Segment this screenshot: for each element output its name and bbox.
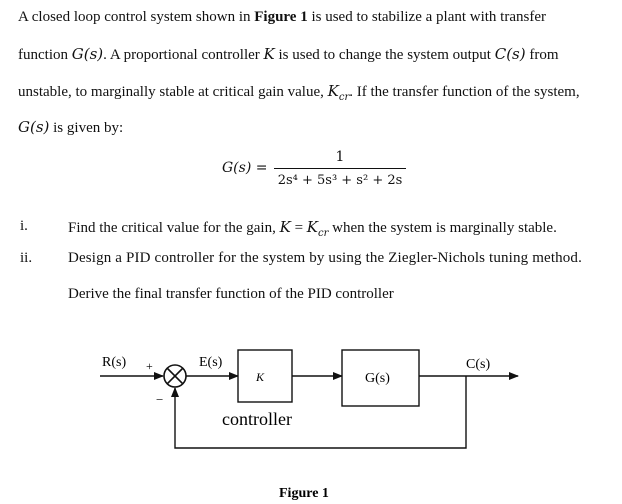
- controller-caption: controller: [222, 409, 292, 429]
- plant-label: G(s): [365, 371, 390, 386]
- output-label: C(s): [466, 357, 490, 372]
- feedback-path: [171, 376, 467, 449]
- question-ii-line-2: Derive the final transfer function of th…: [68, 286, 394, 302]
- fraction-bar: [274, 168, 406, 169]
- question-ii-line-1: Design a PID controller for the system b…: [68, 250, 582, 266]
- question-marker-i: i.: [20, 218, 28, 234]
- statement-line-4: G(s) is given by:: [18, 118, 124, 136]
- equation-lhs: G(s) =: [222, 160, 268, 176]
- summing-junction: [163, 364, 187, 388]
- equation-numerator: 1: [335, 149, 345, 165]
- statement-line-2: function G(s). A proportional controller…: [18, 45, 559, 63]
- question-marker-ii: ii.: [20, 250, 33, 266]
- figure-caption: Figure 1: [279, 486, 329, 501]
- statement-line-1: A closed loop control system shown in Fi…: [18, 9, 546, 25]
- minus-sign: −: [156, 392, 163, 407]
- plant-block: [341, 349, 420, 407]
- input-label: R(s): [102, 355, 126, 370]
- figure-reference: Figure 1: [254, 9, 308, 25]
- statement-line-3: unstable, to marginally stable at critic…: [18, 82, 580, 103]
- controller-block: [237, 349, 293, 403]
- question-i-text: Find the critical value for the gain, K …: [68, 218, 557, 239]
- equation-fraction: 1 2s⁴ + 5s³ + s² + 2s: [274, 148, 406, 190]
- plus-sign: +: [146, 359, 153, 373]
- error-label: E(s): [199, 355, 223, 370]
- controller-gain-symbol: K: [255, 370, 265, 384]
- equation-denominator: 2s⁴ + 5s³ + s² + 2s: [277, 173, 403, 188]
